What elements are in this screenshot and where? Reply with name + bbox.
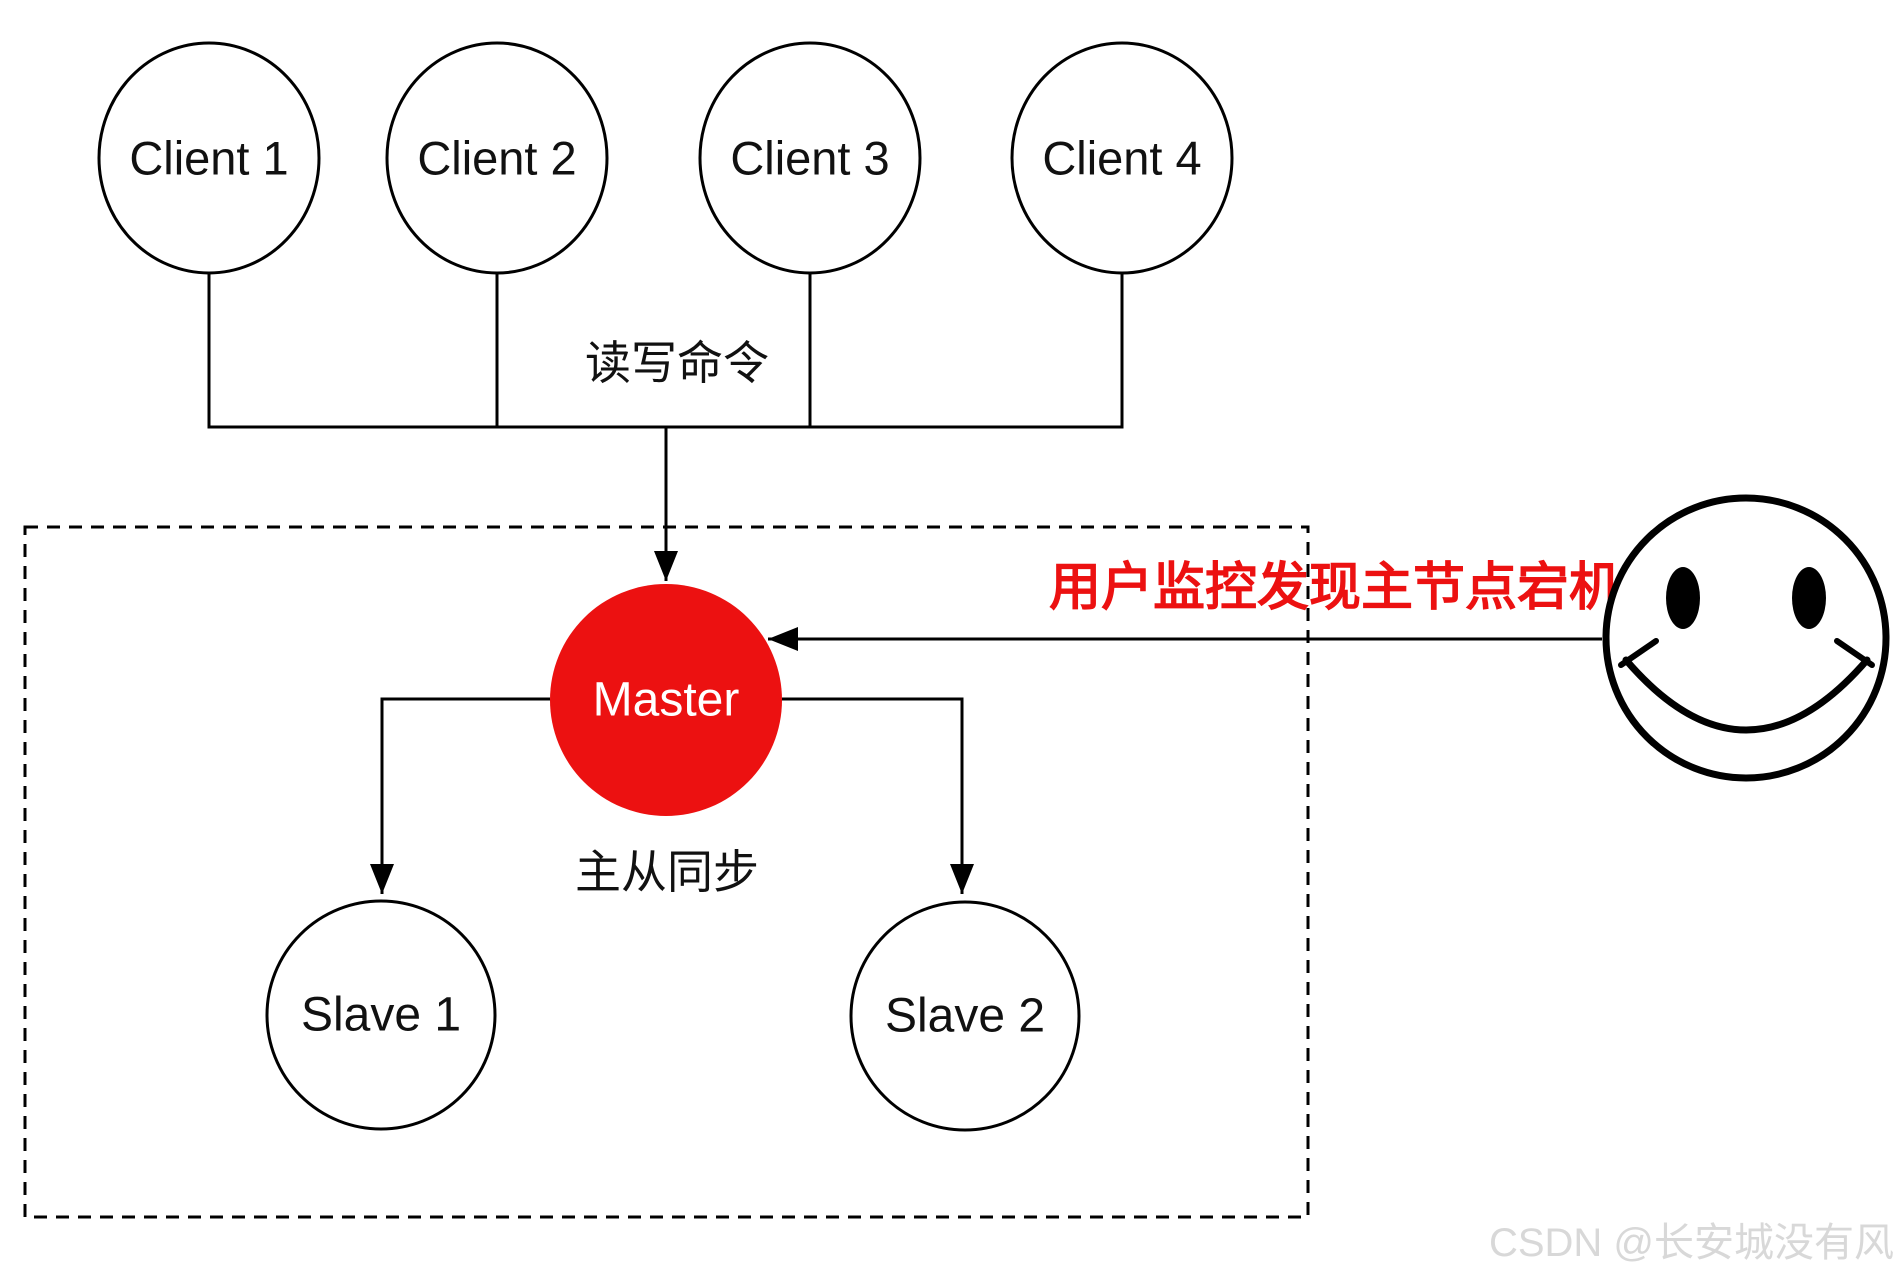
- client-node-1-label: Client 1: [129, 132, 288, 185]
- slave-node-1: [265, 899, 497, 1131]
- client-node-3-label: Client 3: [730, 132, 889, 185]
- smiley-eye-left: [1666, 567, 1700, 629]
- client-node-1: [97, 41, 321, 275]
- master-node-label: Master: [593, 674, 740, 727]
- master-node: [550, 584, 782, 816]
- slave-node-2-label: Slave 2: [885, 990, 1045, 1043]
- monitor-user-smiley-icon: [1602, 494, 1890, 782]
- client-node-3: [698, 41, 922, 275]
- master-down-alert-label: 用户监控发现主节点宕机: [1049, 559, 1621, 617]
- smiley-mouth-tick-left: [1618, 638, 1659, 668]
- slave-node-2: [849, 900, 1081, 1132]
- master-to-slave2-arrow: [782, 697, 974, 894]
- master-slave-sync-label: 主从同步: [575, 846, 759, 898]
- smiley-face-circle: [1602, 494, 1890, 782]
- smiley-mouth-tick-right: [1834, 638, 1875, 668]
- smiley-eye-right: [1792, 567, 1826, 629]
- read-write-commands-label: 读写命令: [585, 337, 769, 389]
- client-node-2-label: Client 2: [417, 132, 576, 185]
- master-to-slave1-arrow: [370, 697, 550, 894]
- slave-node-1-label: Slave 1: [301, 989, 461, 1042]
- watermark: CSDN @长安城没有风: [1489, 1221, 1894, 1265]
- client-node-2: [385, 41, 609, 275]
- client-node-4: [1010, 41, 1234, 275]
- smiley-mouth: [1622, 656, 1871, 734]
- client-node-4-label: Client 4: [1042, 132, 1201, 185]
